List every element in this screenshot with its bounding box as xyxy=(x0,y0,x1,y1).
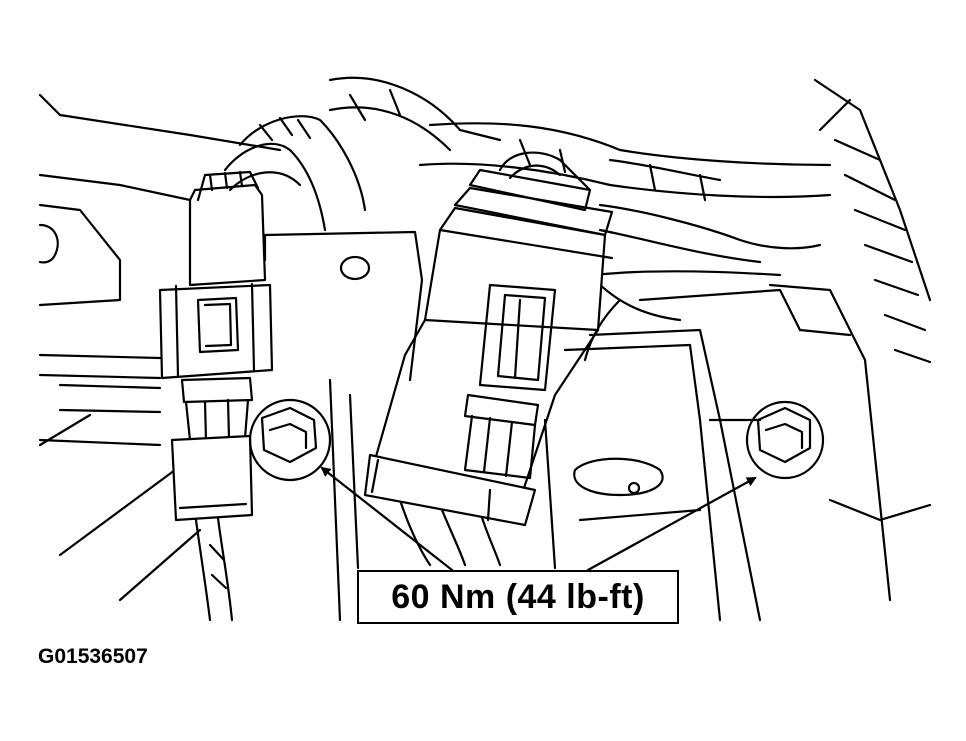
torque-spec-text: 60 Nm (44 lb-ft) xyxy=(391,577,645,616)
left-sensor-connector xyxy=(158,170,274,522)
wiring-harness xyxy=(194,76,832,622)
leader-arrow-right xyxy=(586,476,757,572)
center-main-connector xyxy=(363,168,614,527)
right-mounting-bolt xyxy=(745,400,825,480)
leader-arrow-left xyxy=(320,466,454,572)
torque-spec-callout: 60 Nm (44 lb-ft) xyxy=(357,570,679,624)
bracket-hole xyxy=(339,255,371,281)
engine-background-structure xyxy=(38,78,932,622)
left-mounting-bolt xyxy=(248,398,332,482)
figure-id: G01536507 xyxy=(38,645,148,668)
torque-leader-arrows xyxy=(320,466,757,572)
